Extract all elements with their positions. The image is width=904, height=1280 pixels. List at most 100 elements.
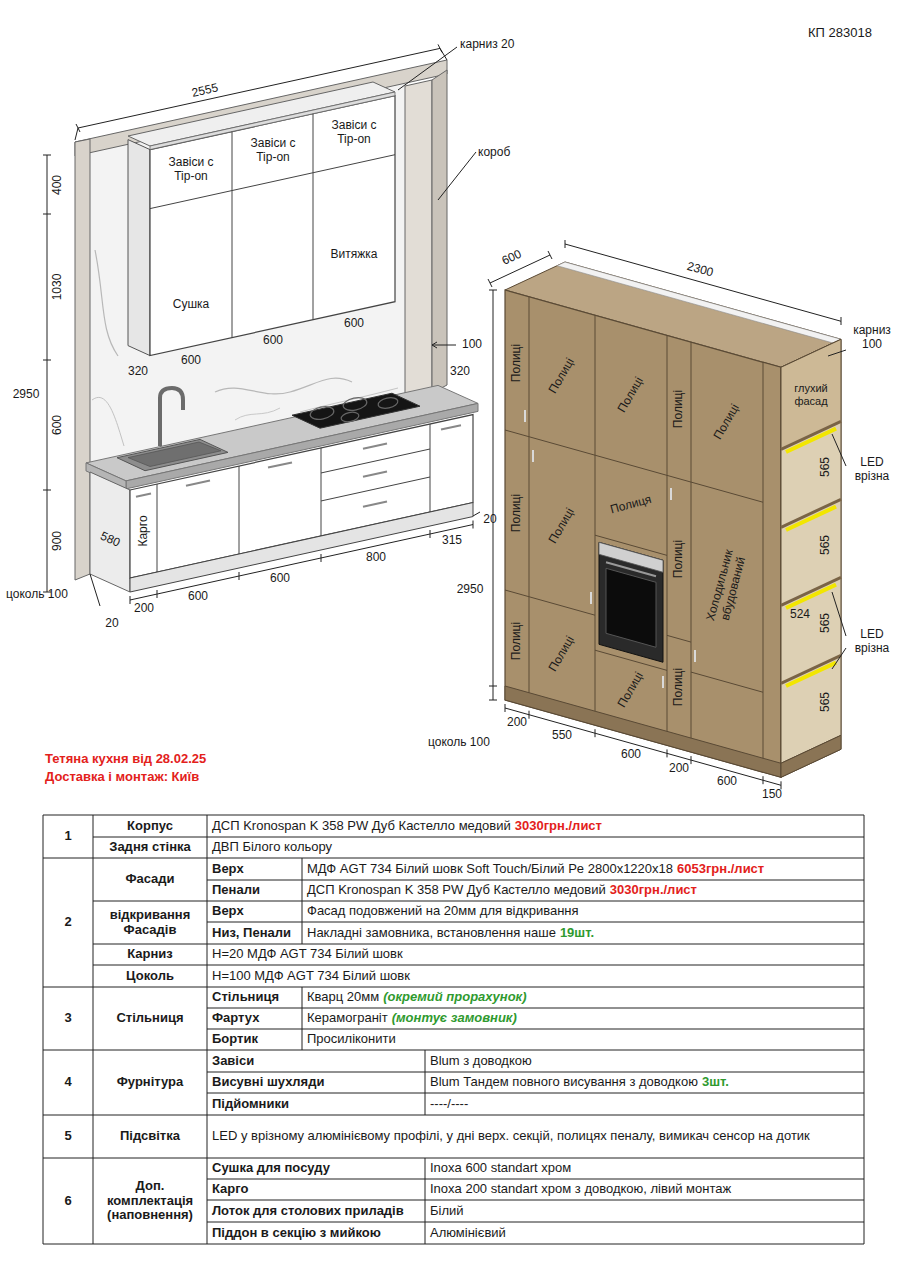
table-note: 3шт. [702, 1075, 729, 1090]
handle [268, 462, 292, 467]
table-heading: відкривання Фасадів [96, 908, 204, 938]
table-heading: Цоколь [126, 969, 174, 984]
table-heading: Верх [212, 862, 244, 877]
hob-ring [377, 396, 399, 410]
part-label: Завіси с Tip-on [242, 137, 304, 165]
table-cell: Кварц 20мм [307, 990, 379, 1005]
tall-door-lines [505, 297, 763, 759]
box-front [405, 80, 432, 399]
door-line [529, 297, 530, 693]
dimension-label: 600 [188, 590, 208, 604]
dimension-label: 2300 [685, 260, 714, 280]
dimension-label: 600 [263, 334, 283, 348]
leader-line [828, 350, 846, 356]
table-heading: Фасади [125, 872, 174, 887]
upper-side [128, 140, 150, 356]
led-strip [786, 663, 836, 686]
door-line [313, 114, 314, 320]
dimension-line [75, 44, 447, 140]
dimension-label: 2950 [457, 583, 484, 597]
handle [662, 676, 664, 688]
table-cell: Inoxa 200 standart хром з доводкою, ліви… [430, 1182, 731, 1197]
handle [694, 650, 696, 662]
table-heading: Стільниця [212, 990, 279, 1005]
dimension-label: 565 [819, 535, 833, 555]
faucet [160, 388, 183, 446]
table-cell: H=100 МДФ AGT 734 Білий шовк [212, 969, 410, 984]
dimension-label: 600 [621, 748, 641, 762]
door-line [505, 430, 529, 437]
marble-vein [235, 408, 280, 420]
shelf [781, 577, 841, 605]
drawer-line [321, 449, 430, 473]
row-number: 4 [64, 1075, 71, 1090]
door-line [529, 437, 595, 455]
drawer-line [321, 477, 430, 501]
tall-front [505, 290, 781, 777]
door-line [430, 424, 431, 512]
sink-bowl [128, 442, 221, 467]
part-label: Витяжка [331, 248, 378, 262]
door-line [505, 590, 529, 597]
dimension-line [130, 521, 473, 605]
table-cell: Накладні замовника, встановлення наше [307, 926, 556, 941]
row-number: 3 [64, 1011, 71, 1026]
hob-ring [342, 396, 368, 413]
order-note: Тетяна кухня від 28.02.25 [45, 752, 206, 767]
row-number: 1 [64, 829, 71, 844]
shelves [781, 421, 841, 683]
table-heading: Фурнітура [117, 1075, 183, 1090]
table-heading: Доп. комплектація (наповнення) [96, 1179, 204, 1224]
led-strips [786, 429, 836, 686]
leader-line [90, 574, 100, 606]
dimension-label: 900 [51, 531, 65, 551]
dimension-label: 20 [105, 617, 118, 631]
tall-handles [525, 410, 695, 688]
dimension-label: 565 [819, 457, 833, 477]
dimension-label: 600 [51, 415, 65, 435]
table-heading: Карго [212, 1182, 248, 1197]
table-heading: Лоток для столових приладів [212, 1204, 404, 1219]
tall-side [781, 339, 841, 777]
door-line [667, 335, 668, 731]
shelf [781, 655, 841, 683]
dimension-label: 524 [790, 608, 810, 622]
table-heading: Верх [212, 904, 244, 919]
table-cell: ДСП Kronospan K 358 PW Дуб Кастелло медо… [307, 883, 606, 898]
dimension-label: 150 [762, 788, 782, 802]
part-label: Полиці [510, 622, 524, 660]
leader-line [473, 512, 480, 516]
table-heading: Низ, Пенали [212, 926, 291, 941]
dimension-line [505, 704, 781, 789]
handle [532, 450, 534, 462]
led-strip [786, 429, 836, 452]
hob [292, 393, 420, 428]
handle [670, 488, 672, 500]
handle [524, 410, 526, 422]
hob-ring [340, 411, 359, 424]
part-label: Полиці [672, 540, 686, 578]
part-label: Полиці [510, 494, 524, 532]
dimension-label: 565 [819, 613, 833, 633]
oven [599, 542, 663, 662]
door-line [321, 448, 322, 536]
dimension-label: 600 [500, 248, 524, 269]
table-heading: Пенали [212, 883, 260, 898]
dimension-label: 600 [717, 775, 737, 789]
wall-post [75, 139, 90, 580]
dimension-label: 320 [128, 365, 148, 379]
leader-line [438, 152, 476, 200]
table-note: 3030грн./лист [515, 819, 602, 834]
door-line [595, 455, 667, 475]
callout-label: LED врізна [848, 628, 896, 656]
table-cell: Фасад подовжений на 20мм для відкривання [307, 904, 579, 919]
dimension-label: 565 [819, 692, 833, 712]
dimension-line [489, 290, 497, 700]
handle [363, 472, 387, 477]
table-heading: Піддон в секцію з мийкою [212, 1226, 381, 1241]
dimension-label: 315 [442, 534, 462, 548]
handles [136, 425, 461, 507]
dimension-label: 100 [462, 338, 482, 352]
handle [590, 592, 592, 604]
